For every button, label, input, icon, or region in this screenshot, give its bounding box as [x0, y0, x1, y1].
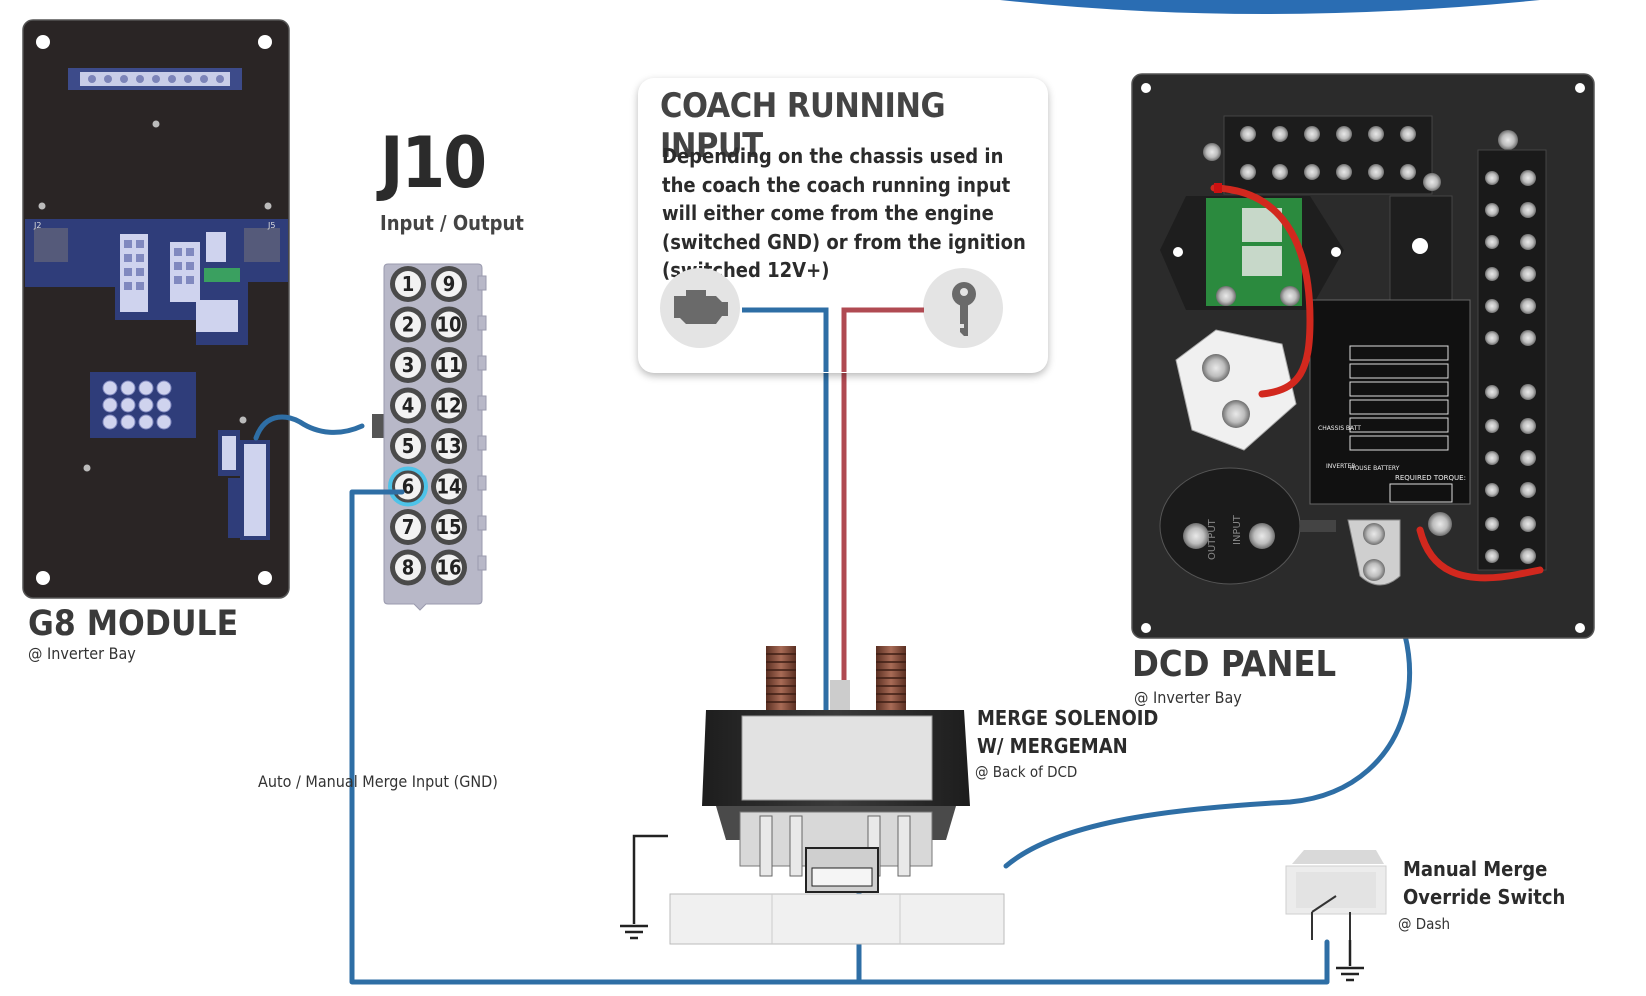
solenoid-title-line2: W/ MERGEMAN: [977, 734, 1128, 758]
j10-pin-label: 2: [402, 313, 415, 337]
j10-pin-label: 9: [443, 272, 456, 296]
dcd-panel: REQUIRED TORQUE: HOUSE BATTERY CHASSIS B…: [1131, 73, 1595, 639]
j10-pin-2: 2: [390, 306, 426, 343]
switch-title-line2: Override Switch: [1403, 885, 1566, 909]
j10-pin-7: 7: [390, 509, 426, 545]
plate-chassis-batt: CHASSIS BATT: [1318, 425, 1361, 432]
j10-pin-label: 12: [436, 394, 461, 418]
j10-pin-label: 3: [402, 353, 415, 377]
plate-output: OUTPUT: [1207, 518, 1218, 560]
header-arc: [1000, 0, 1540, 14]
plate-inverter: INVERTER: [1326, 463, 1356, 470]
g8-module: J2 J3 J5: [22, 19, 290, 599]
j10-pin-12: 12: [431, 387, 467, 424]
g8-module-title: G8 MODULE: [28, 604, 239, 644]
j10-pin-9: 9: [431, 266, 467, 302]
j10-pin-label: 11: [436, 353, 461, 377]
wire-pin6-gnd: [349, 489, 1330, 985]
manual-merge-switch: [1285, 850, 1387, 940]
switch-title-line1: Manual Merge: [1403, 857, 1548, 881]
plate-required-torque: REQUIRED TORQUE:: [1395, 474, 1466, 482]
j10-pin-label: 14: [436, 475, 461, 499]
plate-house-battery: HOUSE BATTERY: [1350, 465, 1400, 472]
j10-pin-label: 5: [402, 434, 415, 458]
j10-subtitle: Input / Output: [380, 211, 524, 235]
j10-pin-11: 11: [431, 347, 467, 383]
ground-symbol-solenoid: [620, 834, 668, 940]
j10-pin-16: 16: [431, 549, 467, 586]
j10-pin-15: 15: [431, 509, 467, 545]
pcb-label-j2: J2: [33, 221, 41, 230]
merge-solenoid: [669, 646, 1005, 945]
g8-module-location: @ Inverter Bay: [28, 644, 136, 663]
j10-pin-label: 7: [402, 515, 415, 539]
switch-location: @ Dash: [1398, 915, 1451, 933]
j10-pin-4: 4: [390, 387, 426, 424]
coach-running-input-card: COACH RUNNING INPUT Depending on the cha…: [638, 78, 1048, 373]
pcb-label-j5: J5: [267, 221, 275, 230]
j10-pin-label: 16: [436, 556, 461, 580]
j10-pin-label: 1: [402, 272, 415, 296]
j10-pin-13: 13: [431, 428, 467, 464]
j10-pin-5: 5: [390, 428, 426, 464]
j10-pin-label: 6: [402, 475, 415, 499]
wire-label-merge-input: Auto / Manual Merge Input (GND): [258, 772, 498, 791]
j10-pin-6: 6: [388, 466, 428, 507]
j10-pin-label: 10: [436, 313, 461, 337]
j10-pin-14: 14: [431, 468, 467, 505]
dcd-panel-location: @ Inverter Bay: [1134, 688, 1242, 707]
j10-pin-label: 4: [402, 394, 415, 418]
solenoid-location: @ Back of DCD: [975, 763, 1078, 781]
ground-symbol-switch: [1336, 940, 1364, 982]
j10-pin-label: 8: [402, 556, 415, 580]
j10-pin-3: 3: [390, 347, 426, 383]
wire-g8-to-j10: [253, 414, 365, 441]
j10-pin-8: 8: [390, 549, 426, 586]
j10-title: J10: [380, 122, 487, 204]
plate-input: INPUT: [1232, 514, 1243, 545]
solenoid-title-line1: MERGE SOLENOID: [977, 706, 1159, 730]
j10-pin-label: 13: [436, 434, 461, 458]
j10-pin-10: 10: [431, 306, 467, 343]
dcd-panel-title: DCD PANEL: [1132, 644, 1337, 685]
j10-pin-1: 1: [390, 266, 426, 302]
card-title: COACH RUNNING INPUT: [660, 86, 946, 166]
j10-pin-label: 15: [436, 515, 461, 539]
card-body: Depending on the chassis used in the coa…: [662, 144, 1026, 282]
